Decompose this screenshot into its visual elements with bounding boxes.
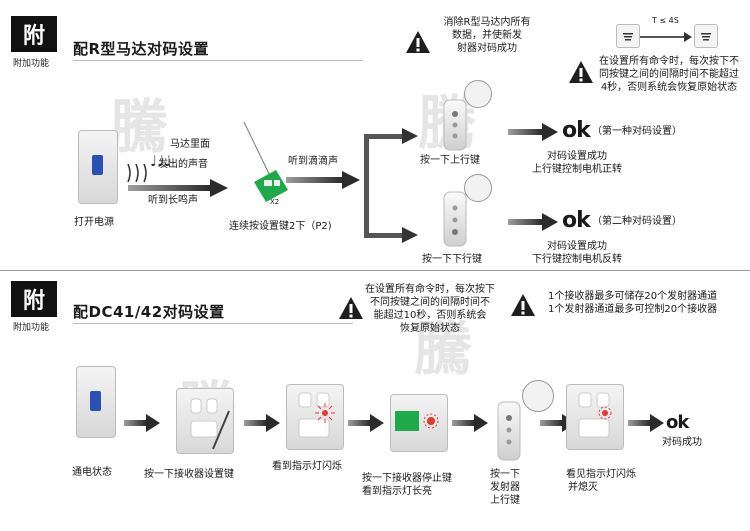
warning-time-text: 在设置所有命令时，每次按下不 同按键之间的间隔时间不能超过 4秒，否则系统会恢复… (599, 56, 739, 93)
section-badge-subtitle: 附加功能 (13, 59, 50, 69)
receiver-device (176, 388, 234, 454)
section-badge-subtitle: 附加功能 (13, 323, 50, 333)
list-icon (701, 33, 711, 41)
zoom-circle-icon (464, 80, 492, 108)
see-blink-off-label: 看见指示灯闪烁 并熄灭 (566, 469, 636, 493)
press-receiver-set-label: 按一下接收器设置键 (144, 469, 234, 480)
pcb-board-icon (243, 121, 288, 202)
title-underline (73, 60, 363, 61)
branch-connector (364, 128, 418, 243)
sound-wave-icon (127, 163, 147, 183)
ok2-description: 对码设置成功 下行键控制电机反转 (532, 241, 622, 265)
receiver-device (390, 394, 448, 452)
arrow-right-icon (628, 414, 664, 432)
warning-clear-text: 消除R型马达内所有 数据，并使新发 射器对码成功 (443, 17, 531, 54)
led-blink-icon (315, 403, 335, 423)
arrow-right-icon (244, 414, 280, 432)
remote-control-up (494, 380, 554, 462)
breaker-switch (92, 155, 103, 175)
zoom-circle-icon (464, 174, 492, 202)
motor-sound-label: 马达里面 (170, 139, 210, 150)
zoom-circle-icon (522, 380, 554, 412)
motor-sound-label-2: 发出的声音 (158, 159, 208, 170)
press-transmitter-up-label: 按一下 发射器 上行键 (490, 469, 520, 506)
watermark: 騰 (404, 318, 472, 382)
circuit-breaker-device (78, 130, 118, 204)
arrow-right-icon (508, 123, 558, 141)
press-up-label: 按一下上行键 (420, 155, 480, 166)
timing-arrow-icon (640, 32, 692, 42)
breaker-switch (90, 391, 101, 411)
remote-button-icon (694, 24, 718, 48)
press-count-label: X2 (270, 198, 280, 206)
music-note-icon: ♩♩♩ (150, 152, 171, 170)
ok2-note: （第二种对码设置） (592, 216, 682, 227)
see-blink-label: 看到指示灯闪烁 (272, 461, 342, 472)
section-title: 配DC41/42对码设置 (73, 303, 225, 321)
power-on-label: 打开电源 (74, 217, 114, 228)
section-badge: 附 (11, 281, 57, 317)
remote-control-down (440, 174, 492, 250)
circuit-breaker-device (76, 366, 116, 438)
arrow-right-icon (124, 414, 160, 432)
list-icon (623, 33, 633, 41)
remote-control-up (440, 80, 492, 152)
arrow-right-icon (508, 213, 558, 231)
receiver-device (286, 384, 344, 450)
arrow-right-icon (286, 171, 360, 189)
receiver-notes: 1个接收器最多可储存20个发射器通道 1个发射器通道最多可控制20个接收器 (548, 291, 718, 315)
arrow-right-icon (452, 414, 488, 432)
section-divider (0, 270, 750, 271)
remote-button-icon (616, 24, 640, 48)
section-title: 配R型马达对码设置 (73, 40, 210, 58)
pairing-success-label: 对码成功 (662, 437, 702, 448)
warning-icon (510, 293, 536, 317)
warning-icon (405, 30, 431, 54)
ok-mark: ok (562, 118, 591, 143)
led-blink-icon (598, 406, 612, 420)
svg-text:♩♩♩: ♩♩♩ (150, 152, 171, 170)
receiver-device (566, 384, 624, 450)
warning-time-text: 在设置所有命令时，每次按下 不同按键之间的间隔时间不 能超过10秒，否则系统会 … (365, 284, 495, 334)
section-badge: 附 (11, 16, 57, 52)
ok-mark: ok (562, 208, 591, 233)
ok-mark: ok (666, 412, 689, 433)
long-beep-label: 听到长鸣声 (148, 195, 198, 206)
led-on-icon (423, 413, 439, 429)
timing-label: T ≤ 4S (652, 16, 679, 25)
hear-beep-label: 听到滴滴声 (288, 156, 338, 167)
title-underline (73, 323, 353, 324)
press-down-label: 按一下下行键 (422, 254, 482, 265)
ok1-note: （第一种对码设置） (592, 126, 682, 137)
press-set-twice-label: 连续按设置键2下（P2) (229, 221, 332, 232)
power-on-label: 通电状态 (72, 467, 112, 478)
ok1-description: 对码设置成功 上行键控制电机正转 (532, 151, 622, 175)
arrow-right-icon (348, 414, 384, 432)
press-receiver-stop-label: 按一下接收器停止键 看到指示灯长亮 (362, 473, 452, 497)
arrow-right-icon (128, 179, 228, 197)
